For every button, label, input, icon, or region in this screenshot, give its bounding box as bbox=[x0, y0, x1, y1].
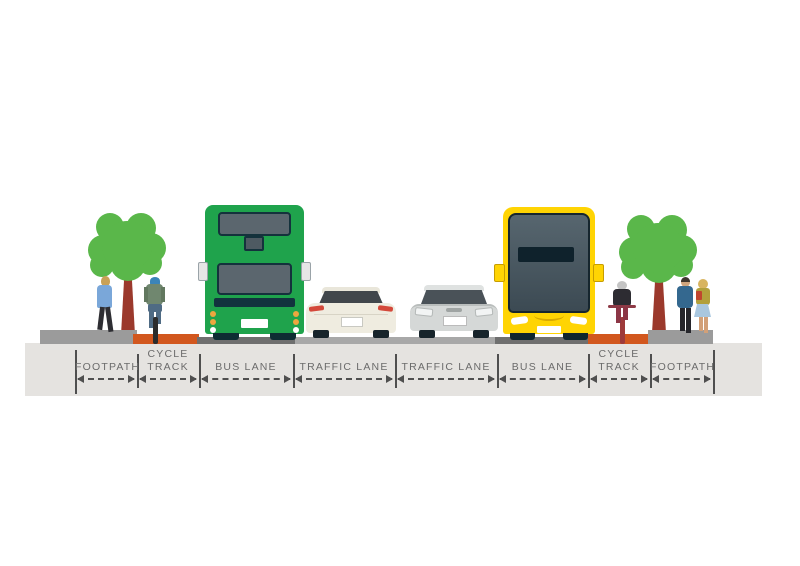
lane-label: BUS LANE bbox=[511, 361, 574, 373]
lane-segment-bus-lane-left: BUS LANE bbox=[199, 348, 293, 390]
car-wheel bbox=[313, 330, 329, 338]
dimension-arrow bbox=[201, 375, 291, 383]
tick-mark bbox=[650, 354, 652, 388]
lane-segment-footpath-left: FOOTPATH bbox=[75, 348, 141, 390]
lane-segment-bus-lane-right: BUS LANE bbox=[497, 348, 588, 390]
lane-label: TRAFFIC LANE bbox=[299, 361, 389, 373]
lane-label: CYCLE bbox=[598, 348, 640, 360]
dimension-arrow bbox=[652, 375, 711, 383]
pedestrian-icon bbox=[94, 276, 116, 333]
bus-mirror bbox=[593, 264, 604, 282]
dimension-band bbox=[25, 343, 762, 396]
bus-wheel bbox=[213, 333, 239, 340]
lane-label: FOOTPATH bbox=[75, 361, 141, 373]
car-license-plate bbox=[341, 317, 363, 327]
tick-mark bbox=[293, 354, 295, 388]
bus-upper-window bbox=[218, 212, 291, 236]
dimension-arrow bbox=[139, 375, 197, 383]
tree-icon bbox=[619, 215, 697, 333]
car-roof bbox=[322, 287, 380, 293]
bus-license-plate bbox=[241, 319, 268, 328]
cycle-track-surface-left bbox=[133, 334, 199, 344]
traffic-lane-surface bbox=[295, 337, 495, 344]
lane-label: TRAFFIC LANE bbox=[401, 361, 491, 373]
bicycle-wheel bbox=[153, 317, 158, 344]
bus-roof-vent bbox=[244, 236, 264, 251]
footpath-surface-right bbox=[648, 330, 713, 344]
tick-mark bbox=[75, 350, 77, 394]
footpath-surface-left bbox=[40, 330, 137, 344]
lane-segment-cycle-track-left: CYCLE TRACK bbox=[137, 348, 199, 390]
car-windshield bbox=[421, 290, 487, 304]
dimension-arrow bbox=[397, 375, 495, 383]
cyclist-icon bbox=[142, 277, 168, 344]
tick-mark bbox=[199, 354, 201, 388]
lane-segment-cycle-track-right: CYCLE TRACK bbox=[588, 348, 650, 390]
shoulder-bag bbox=[696, 291, 702, 300]
bicycle-wheel bbox=[620, 317, 625, 344]
dimension-arrow bbox=[499, 375, 586, 383]
tick-mark bbox=[588, 354, 590, 388]
bicycle-handlebar bbox=[608, 305, 636, 308]
lane-label: TRACK bbox=[147, 361, 189, 373]
tick-mark bbox=[713, 350, 715, 394]
tick-mark bbox=[137, 354, 139, 388]
bus-mirror bbox=[301, 262, 311, 281]
yellow-bus-icon bbox=[494, 207, 604, 340]
dimension-arrow bbox=[77, 375, 135, 383]
bus-lower-window bbox=[217, 263, 292, 295]
bus-windshield bbox=[508, 213, 590, 313]
lane-label: FOOTPATH bbox=[650, 361, 716, 373]
car-front-icon bbox=[410, 285, 498, 338]
lane-label: CYCLE bbox=[147, 348, 189, 360]
bus-mirror bbox=[494, 264, 505, 282]
lane-segment-traffic-lane-right: TRAFFIC LANE bbox=[395, 348, 497, 390]
bus-lane-surface-left bbox=[197, 337, 295, 344]
tree-icon bbox=[88, 213, 166, 335]
lane-segment-traffic-lane-left: TRAFFIC LANE bbox=[293, 348, 395, 390]
bus-wheel bbox=[510, 333, 535, 340]
car-rear-icon bbox=[306, 287, 396, 338]
lane-segment-footpath-right: FOOTPATH bbox=[650, 348, 716, 390]
dimension-arrow bbox=[295, 375, 393, 383]
bus-license-plate bbox=[537, 326, 561, 333]
pedestrian-icon bbox=[675, 277, 695, 333]
lane-label: TRACK bbox=[598, 361, 640, 373]
bus-destination-sign bbox=[518, 247, 574, 262]
tick-mark bbox=[497, 354, 499, 388]
car-grille bbox=[446, 308, 462, 312]
tick-mark bbox=[395, 354, 397, 388]
car-wheel bbox=[419, 330, 435, 338]
car-rear-window bbox=[319, 291, 383, 304]
lane-label: BUS LANE bbox=[215, 361, 277, 373]
car-roof bbox=[424, 285, 484, 291]
bus-wheel bbox=[563, 333, 588, 340]
dimension-arrow bbox=[590, 375, 648, 383]
car-wheel bbox=[473, 330, 489, 338]
bus-mirror bbox=[198, 262, 208, 281]
bus-wheel bbox=[270, 333, 296, 340]
bus-rear-stripe bbox=[214, 298, 295, 307]
car-wheel bbox=[373, 330, 389, 338]
bus-lane-surface-right bbox=[495, 337, 590, 344]
cyclist-icon bbox=[608, 281, 636, 344]
pedestrian-icon bbox=[693, 279, 713, 333]
green-bus-icon bbox=[198, 205, 311, 340]
car-license-plate bbox=[443, 316, 467, 326]
